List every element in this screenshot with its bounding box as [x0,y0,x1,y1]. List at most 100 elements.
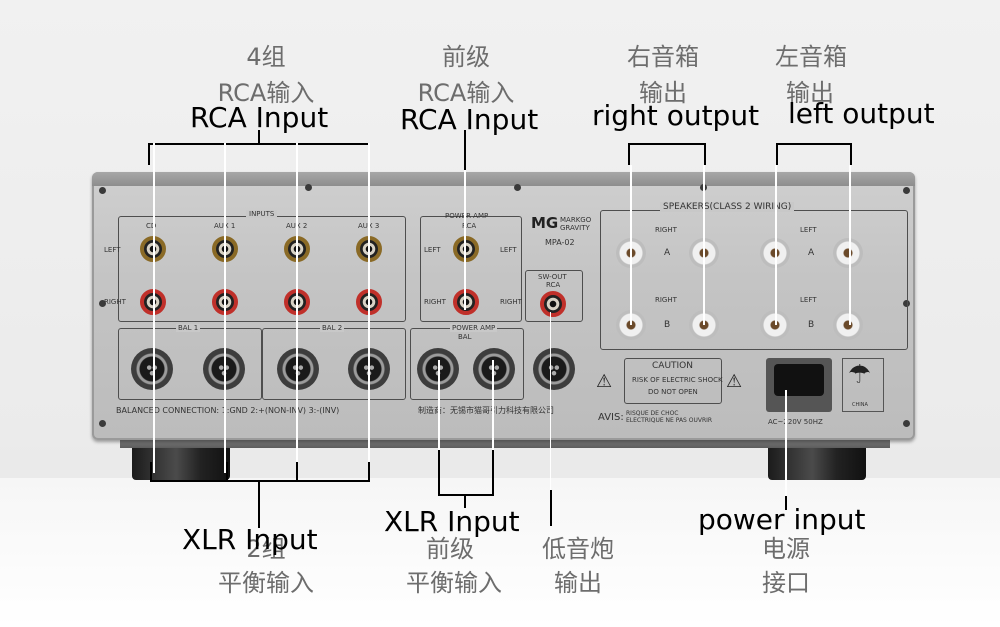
left-cn-label: 左音箱 [775,43,847,71]
bracket-stem [258,130,260,144]
caution-title: CAUTION [652,361,693,371]
power-amp-bal-title: POWER AMP [450,324,498,332]
right-output-bracket [628,143,706,145]
bracket-tick [776,143,778,165]
left-cn2-label: 输出 [786,79,834,107]
pointer-line [550,312,551,512]
bal2-label: BAL 2 [320,324,345,332]
power-cn-label: 电源 [762,535,810,563]
pointer-line [368,143,370,473]
ac-rating-label: AC~220V 50HZ [768,418,823,426]
xlr-input-bracket [150,480,370,482]
model-number: MPA-02 [545,238,575,247]
pre-cn2-label: RCA输入 [417,79,515,107]
pointer-line [153,143,155,473]
screw-icon [514,184,521,191]
subwoofer-xlr-jack[interactable] [533,348,575,390]
pointer-line [224,143,226,473]
pa-left-label: LEFT [424,246,441,254]
subwoofer-stem [550,490,552,526]
warning-triangle-icon: ⚠ [726,371,743,392]
caution-box [624,358,722,404]
prexlr-cn-label: 前级 [426,535,474,563]
sw-out-box [525,270,583,322]
pointer-line [703,165,705,325]
pre-rca-stem [464,130,466,170]
pointer-line [785,390,787,496]
rca4-en-label: RCA Input [190,101,329,134]
left-a-label: A [808,248,815,258]
warning-triangle-icon: ⚠ [596,371,613,392]
sub-cn-label: 低音炮 [542,535,614,563]
bal1-label: BAL 1 [176,324,201,332]
speaker-left-label: LEFT [800,226,817,234]
subwoofer-out-rca-jack[interactable] [540,291,566,317]
bracket-tick [492,450,494,496]
sub-cn2-label: 输出 [554,569,602,597]
bal2-left-xlr-jack[interactable] [277,348,319,390]
speaker-right-label-b: RIGHT [655,296,677,304]
left-channel-label: LEFT [104,246,121,254]
right-cn-label: 右音箱 [627,43,699,71]
bracket-tick [226,462,228,482]
screw-icon [99,420,106,427]
right-b-label: B [664,320,671,330]
xlr-cn-label: 2组 [246,535,286,563]
bracket-tick [628,143,630,165]
bracket-stem [258,480,260,528]
power-amp-left-rca-jack[interactable] [453,236,479,262]
bracket-tick [438,450,440,496]
left-foot [132,444,230,480]
bracket-tick [148,143,150,165]
speakers-label: SPEAKERS(CLASS 2 WIRING) [660,202,795,212]
rca-input-bracket [148,143,370,145]
bracket-stem [464,494,466,508]
screw-icon [903,420,910,427]
left-output-bracket [776,143,852,145]
bracket-tick [296,462,298,482]
sw-out-label: SW-OUT [538,273,567,281]
pa-right-label-2: RIGHT [500,298,522,306]
power-amp-right-rca-jack[interactable] [453,289,479,315]
bracket-tick [850,143,852,165]
screw-icon [903,300,910,307]
right-a-label: A [664,248,671,258]
prexlr-cn2-label: 平衡输入 [406,569,502,597]
pre-xlr-bracket [438,494,494,496]
power-socket-recess [774,364,824,396]
left-en-label: left output [788,97,935,130]
right-foot [768,444,866,480]
brand-sub: GRAVITY [560,224,590,232]
bal1-left-xlr-jack[interactable] [131,348,173,390]
power-en-label: power input [698,503,866,536]
caution-line2: DO NOT OPEN [648,388,698,396]
screw-icon [99,187,106,194]
cd-label: CD [146,222,157,230]
left-b-pos-binding-post[interactable] [833,310,863,340]
screw-icon [903,187,910,194]
pointer-line [849,165,851,325]
bracket-tick [368,462,370,482]
umbrella-icon: ☂ [848,360,872,390]
pointer-line [630,165,632,325]
speaker-left-label-b: LEFT [800,296,817,304]
left-b-label: B [808,320,815,330]
pa-left-label-2: LEFT [500,246,517,254]
power-amp-bal-label: BAL [458,333,472,341]
umbrella-symbol-icon [842,358,884,412]
right-channel-label: RIGHT [104,298,126,306]
pre-en-label: RCA Input [400,103,539,136]
inputs-label: INPUTS [246,210,278,218]
shelf-surface [0,478,1000,627]
power-amp-rca-box [420,216,522,322]
power-amp-rca-label: RCA [462,222,477,230]
manufacturer-text: 制造商：无锡市猫哥引力科技有限公司 [418,406,554,415]
pre-cn-label: 前级 [442,43,490,71]
left-a-pos-binding-post[interactable] [833,238,863,268]
pointer-line [492,360,494,450]
brand-name: MARKGO [560,216,592,224]
screw-icon [305,184,312,191]
power-cn2-label: 接口 [762,569,810,597]
power-amp-right-xlr-jack[interactable] [473,348,515,390]
avis-text: RISQUE DE CHOC ELECTRIQUE NE PAS OUVRIR [626,410,713,424]
